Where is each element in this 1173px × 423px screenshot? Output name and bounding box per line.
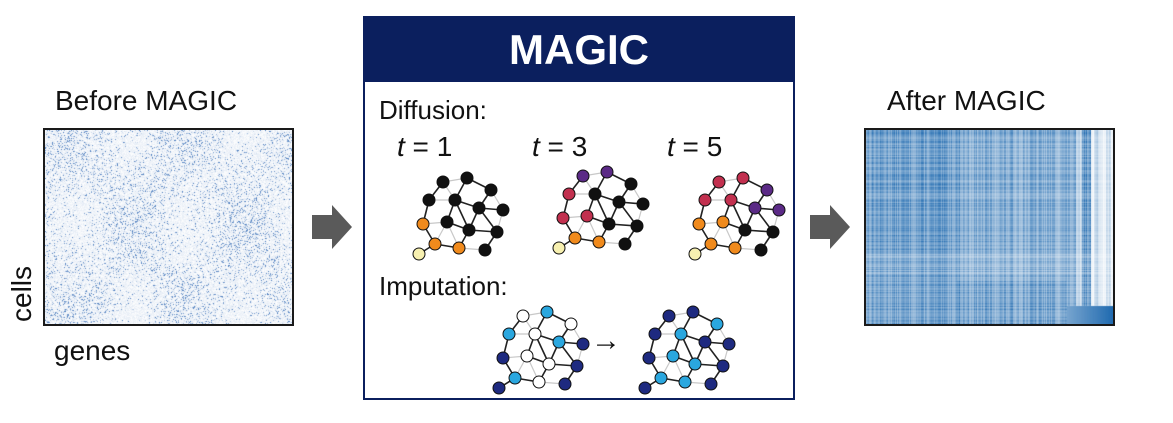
graph-node <box>496 203 510 217</box>
graph-node <box>502 327 516 341</box>
graph-node <box>766 225 780 239</box>
graph-node <box>412 247 426 261</box>
diffusion-graph-t1 <box>412 171 510 261</box>
graph-node <box>484 183 498 197</box>
graph-node <box>600 165 614 179</box>
graph-node <box>710 317 724 331</box>
graph-node <box>636 197 650 211</box>
after-magic-heatmap <box>864 128 1115 326</box>
graph-node <box>568 231 582 245</box>
timestep-label-1: t = 1 <box>397 131 453 162</box>
graph-node <box>698 193 712 207</box>
graph-node <box>472 201 486 215</box>
graph-node <box>462 223 476 237</box>
graph-node <box>516 309 530 323</box>
graph-node <box>478 243 492 257</box>
graph-node <box>532 375 546 389</box>
graph-node <box>712 175 726 189</box>
after-magic-title: After MAGIC <box>887 85 1046 116</box>
graph-node <box>688 357 702 371</box>
graph-node <box>716 359 730 373</box>
graph-node <box>570 359 584 373</box>
graph-node <box>576 169 590 183</box>
diffusion-graph-t5 <box>688 171 786 261</box>
graph-node <box>678 375 692 389</box>
imputation-arrow-icon: → <box>591 324 621 357</box>
graph-node <box>618 237 632 251</box>
imputation-label: Imputation: <box>379 271 508 301</box>
graph-node <box>704 377 718 391</box>
graph-node <box>448 193 462 207</box>
graph-node <box>716 215 730 229</box>
graph-node <box>552 241 566 255</box>
graph-node <box>648 327 662 341</box>
graph-node <box>552 335 566 349</box>
graph-node <box>662 309 676 323</box>
graph-node <box>666 349 680 363</box>
graph-node <box>724 193 738 207</box>
before-magic-heatmap <box>43 128 294 326</box>
graph-node <box>736 171 750 185</box>
timestep-label-3: t = 3 <box>532 131 588 162</box>
graph-node <box>728 241 742 255</box>
graph-node <box>520 349 534 363</box>
graph-node <box>748 201 762 215</box>
graph-node <box>562 187 576 201</box>
right-arrow-icon-2 <box>810 205 850 249</box>
graph-node <box>654 371 668 385</box>
graph-node <box>528 327 542 341</box>
cells-axis-label: cells <box>6 265 37 322</box>
graph-node <box>624 177 638 191</box>
imputation-graph-before <box>492 305 590 395</box>
graph-node <box>508 371 522 385</box>
graph-node <box>564 317 578 331</box>
graph-node <box>602 217 616 231</box>
graph-node <box>440 215 454 229</box>
graph-node <box>540 305 554 319</box>
graph-node <box>588 187 602 201</box>
magic-panel: MAGIC Diffusion: t = 1 t = 3 t = 5 Imput… <box>363 16 795 400</box>
graph-node <box>738 223 752 237</box>
magic-title: MAGIC <box>365 18 793 82</box>
graph-node <box>612 195 626 209</box>
graph-node <box>428 237 442 251</box>
graph-node <box>642 351 656 365</box>
graph-node <box>416 217 430 231</box>
graph-node <box>576 337 590 351</box>
graph-node <box>722 337 736 351</box>
graph-node <box>492 381 506 395</box>
graph-node <box>490 225 504 239</box>
graph-node <box>496 351 510 365</box>
graph-node <box>452 241 466 255</box>
graph-node <box>754 243 768 257</box>
graph-node <box>558 377 572 391</box>
imputation-graph-after <box>638 305 736 395</box>
graph-node <box>630 219 644 233</box>
graph-node <box>422 193 436 207</box>
graph-node <box>772 203 786 217</box>
timestep-label-5: t = 5 <box>667 131 723 162</box>
graph-node <box>692 217 706 231</box>
graph-node <box>638 381 652 395</box>
graph-node <box>556 211 570 225</box>
graph-node <box>436 175 450 189</box>
right-arrow-icon <box>312 205 352 249</box>
graph-node <box>460 171 474 185</box>
diffusion-graph-t3 <box>552 165 650 255</box>
graph-node <box>592 235 606 249</box>
graph-node <box>688 247 702 261</box>
graph-node <box>580 209 594 223</box>
graph-node <box>704 237 718 251</box>
graph-node <box>674 327 688 341</box>
graph-node <box>760 183 774 197</box>
graph-node <box>686 305 700 319</box>
graph-node <box>542 357 556 371</box>
diffusion-label: Diffusion: <box>379 95 487 125</box>
before-magic-title: Before MAGIC <box>55 85 238 116</box>
genes-axis-label: genes <box>54 335 131 366</box>
graph-node <box>698 335 712 349</box>
